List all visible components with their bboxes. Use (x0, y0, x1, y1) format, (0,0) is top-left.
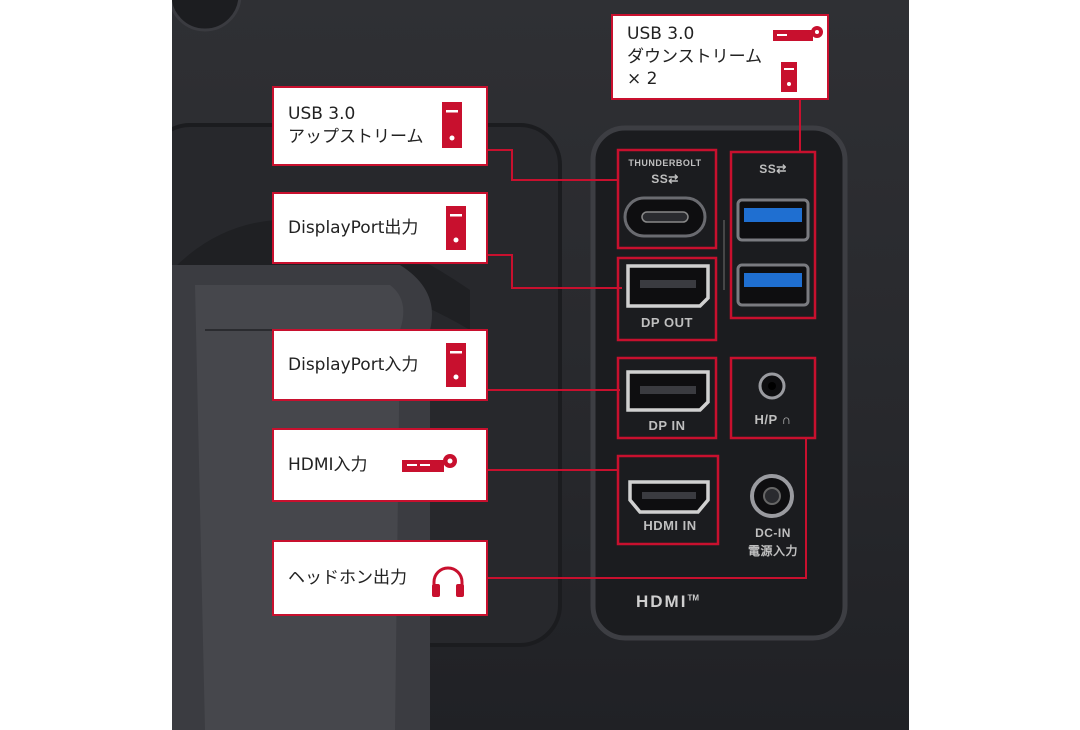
dp-out-engraving: DP OUT (641, 315, 693, 330)
callout-hdmi-in-text: HDMI入力 (288, 454, 368, 475)
hdmi-pins (642, 492, 696, 499)
callout-usb-upstream: USB 3.0 アップストリーム (272, 86, 488, 166)
callout-connector-lines (488, 100, 807, 579)
dc-in-jp-engraving: 電源入力 (747, 544, 798, 558)
callout-headphone-out-text: ヘッドホン出力 (288, 567, 407, 588)
callout-usb-upstream-text: USB 3.0 アップストリーム (288, 104, 424, 147)
knob-shape (172, 0, 242, 32)
hdmi-logo: HDMITM (636, 592, 699, 612)
hdmi-logo-text: HDMI (636, 592, 688, 611)
headphone-jack-hole (768, 382, 776, 390)
ss-usb-engraving: SS⇄ (759, 162, 787, 176)
callout-usb-downstream: USB 3.0 ダウンストリーム × 2 (611, 14, 829, 100)
recorder-icon (402, 454, 457, 472)
pc-tower-icon (442, 102, 462, 148)
callout-usb-downstream-text: USB 3.0 ダウンストリーム × 2 (627, 23, 763, 90)
pc-and-recorder-icon (773, 26, 823, 92)
hp-engraving: H/P ∩ (754, 412, 792, 427)
pc-tower-icon (446, 206, 466, 250)
dc-in-jack-pin (763, 487, 781, 505)
callout-dp-out-text: DisplayPort出力 (288, 217, 419, 238)
callout-headphone-out: ヘッドホン出力 (272, 540, 488, 616)
headphones-icon (432, 566, 464, 597)
usb-a-port-2-tongue (744, 273, 802, 287)
callout-dp-in: DisplayPort入力 (272, 329, 488, 401)
thunderbolt-engraving: THUNDERBOLT (628, 158, 702, 168)
dc-in-engraving: DC-IN (755, 526, 791, 540)
usb-a-port-1-tongue (744, 208, 802, 222)
pc-tower-icon (446, 343, 466, 387)
dp-out-pins (640, 280, 696, 288)
hdmi-in-engraving: HDMI IN (643, 518, 697, 533)
dp-in-engraving: DP IN (648, 418, 686, 433)
usb-c-port-tongue (641, 211, 689, 223)
callout-dp-in-text: DisplayPort入力 (288, 354, 419, 375)
dp-in-pins (640, 386, 696, 394)
callout-hdmi-in: HDMI入力 (272, 428, 488, 502)
port-highlight-frames (616, 148, 817, 546)
callout-dp-out: DisplayPort出力 (272, 192, 488, 264)
ss-engraving: SS⇄ (651, 172, 679, 186)
hdmi-logo-tm: TM (687, 593, 700, 603)
